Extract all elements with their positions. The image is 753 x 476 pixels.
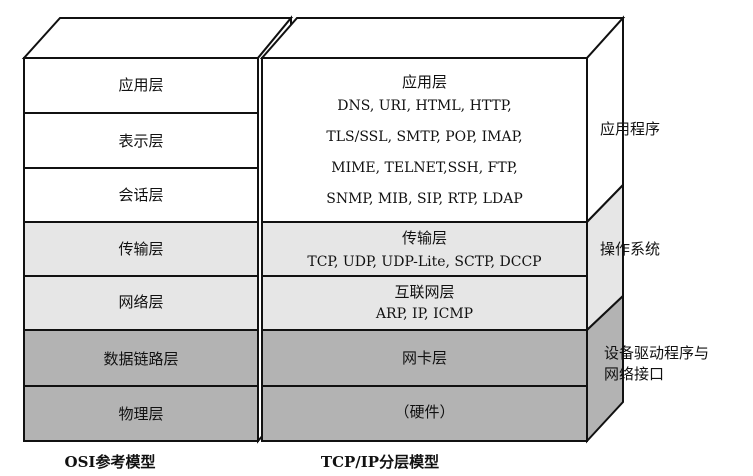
osi-layer-session: 会话层 bbox=[118, 186, 164, 204]
osi-layer-physical: 物理层 bbox=[118, 405, 164, 423]
tcpip-transport-protocols: TCP, UDP, UDP-Lite, SCTP, DCCP bbox=[307, 254, 542, 270]
tcpip-layer-application-box bbox=[261, 57, 588, 223]
osi-layers bbox=[23, 57, 259, 442]
tcpip-link-title: 网卡层 bbox=[401, 349, 447, 367]
side-face-driver bbox=[586, 293, 624, 444]
osi-layer-transport-box bbox=[23, 221, 259, 277]
tcpip-application-protocols-2: TLS/SSL, SMTP, POP, IMAP, bbox=[326, 129, 523, 145]
osi-layer-datalink-box bbox=[23, 329, 259, 387]
osi-layer-physical-box bbox=[23, 385, 259, 442]
tcpip-application-protocols-4: SNMP, MIB, SIP, RTP, LDAP bbox=[326, 191, 523, 207]
tcpip-application-protocols-1: DNS, URI, HTML, HTTP, bbox=[337, 98, 512, 114]
tcpip-caption: TCP/IP分层模型 bbox=[320, 453, 440, 471]
osi-layer-network-box bbox=[23, 275, 259, 331]
tcpip-application-title: 应用层 bbox=[401, 73, 447, 91]
osi-layer-session-box bbox=[23, 167, 259, 223]
tcpip-hardware-title: （硬件） bbox=[394, 403, 455, 421]
osi-layer-presentation: 表示层 bbox=[118, 132, 164, 150]
tcpip-layer-link-box bbox=[261, 329, 588, 387]
tcpip-side-face bbox=[586, 15, 624, 444]
tcpip-internet-title: 互联网层 bbox=[394, 283, 455, 301]
osi-layer-network: 网络层 bbox=[118, 293, 164, 311]
tcpip-layer-hardware-box bbox=[261, 385, 588, 442]
tcpip-transport-title: 传输层 bbox=[401, 229, 447, 247]
tcpip-application-protocols-3: MIME, TELNET,SSH, FTP, bbox=[331, 160, 518, 176]
side-label-driver-1: 设备驱动程序与 bbox=[604, 344, 710, 362]
osi-layer-datalink: 数据链路层 bbox=[103, 350, 179, 368]
side-label-driver-2: 网络接口 bbox=[604, 365, 665, 383]
osi-top-face bbox=[21, 17, 294, 59]
osi-layer-transport: 传输层 bbox=[118, 240, 164, 258]
tcpip-top-face bbox=[259, 17, 626, 59]
tcpip-internet-protocols: ARP, IP, ICMP bbox=[375, 306, 474, 322]
side-label-application: 应用程序 bbox=[600, 120, 661, 138]
tcpip-layers bbox=[261, 57, 588, 442]
osi-layer-application: 应用层 bbox=[118, 76, 164, 94]
side-label-os: 操作系统 bbox=[600, 240, 661, 258]
osi-caption: OSI参考模型 bbox=[64, 453, 156, 471]
